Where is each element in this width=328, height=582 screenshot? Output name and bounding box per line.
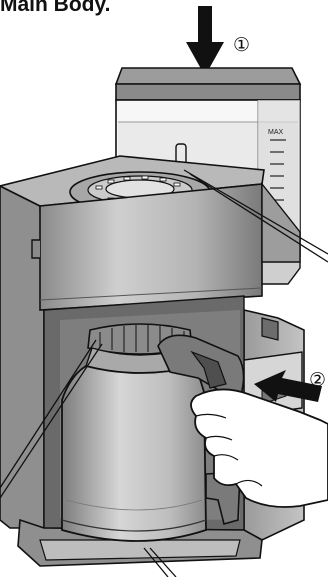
max-label: MAX bbox=[268, 129, 284, 136]
insert-down-arrow bbox=[186, 6, 224, 76]
step-1-label: ① bbox=[233, 34, 250, 56]
section-heading: Main Body. bbox=[0, 0, 110, 17]
step-2-label: ② bbox=[309, 369, 326, 391]
